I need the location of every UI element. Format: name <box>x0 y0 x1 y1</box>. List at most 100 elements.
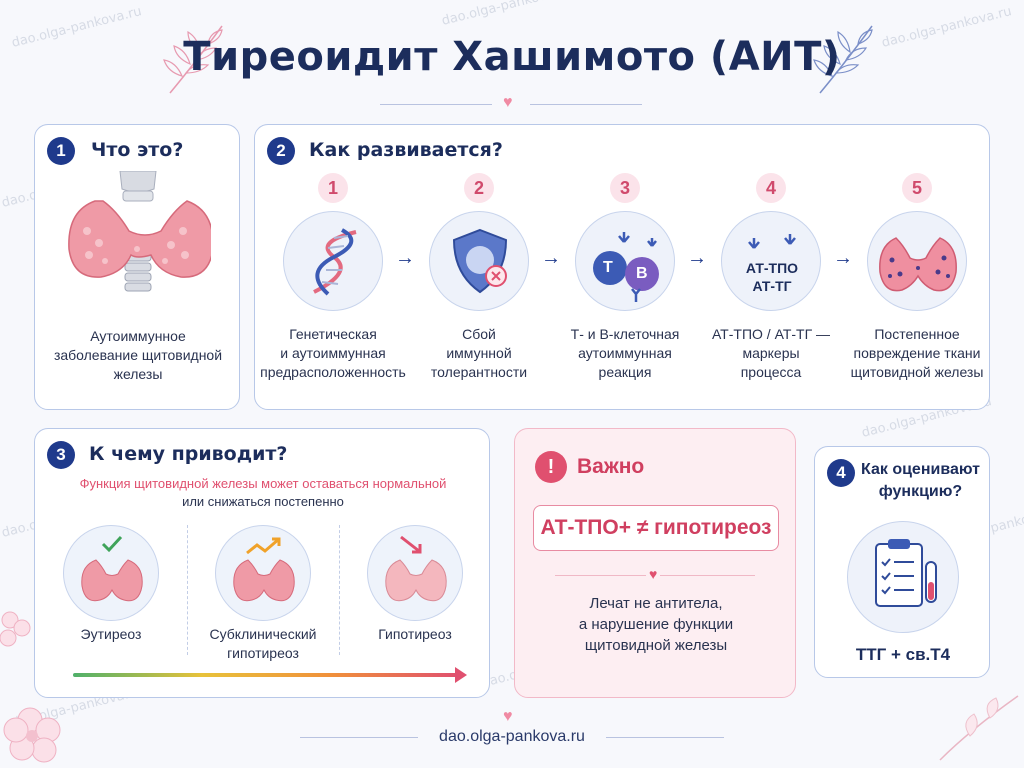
text-line: гипотиреоз <box>227 645 299 661</box>
text-line: иммунной <box>446 345 512 361</box>
watermark: dao.olga-pankova.ru <box>440 0 574 29</box>
section-assessment: 4 Как оценивают функцию? ТТГ + св.Т4 <box>814 446 990 678</box>
state-circle <box>367 525 463 621</box>
antibody-label: АТ-ТПО <box>745 260 799 276</box>
text-line: маркеры <box>742 345 800 361</box>
text-line: Постепенное <box>874 326 960 342</box>
warning-icon: ! <box>535 451 567 483</box>
section-number: 4 <box>827 459 855 487</box>
text-line: повреждение ткани <box>853 345 981 361</box>
text-line: АТ-ТПО / АТ-ТГ — <box>711 326 831 342</box>
heart-icon: ♥ <box>503 94 513 111</box>
step-circle <box>429 211 529 311</box>
section-heading: Что это? <box>91 139 184 161</box>
step-caption: АТ-ТПО / АТ-ТГ — маркеры процесса <box>693 325 849 382</box>
formula-box: АТ-ТПО+ ≠ гипотиреоз <box>533 505 779 551</box>
section-number: 1 <box>47 137 75 165</box>
text-line: и аутоиммунная <box>280 345 386 361</box>
step-caption: Постепенное повреждение ткани щитовидной… <box>839 325 995 382</box>
section-text: Аутоиммунное заболевание щитовидной желе… <box>35 327 241 384</box>
step-number: 1 <box>318 173 348 203</box>
footer-url[interactable]: dao.olga-pankova.ru <box>439 728 585 745</box>
text-line: функцию? <box>878 483 963 500</box>
text-line: железы <box>113 366 163 382</box>
text-line: Эутиреоз <box>80 626 142 642</box>
section-number: 3 <box>47 441 75 469</box>
section-heading: Как развивается? <box>309 139 503 161</box>
section-heading: Как оценивают функцию? <box>861 459 980 503</box>
text-line: Т- и В-клеточная <box>570 326 680 342</box>
antibody-label: АТ-ТГ <box>752 278 792 294</box>
important-heading: Важно <box>577 455 645 478</box>
text-line: Лечат не антитела, <box>589 595 723 612</box>
section-consequences: 3 К чему приводит? Функция щитовидной же… <box>34 428 490 698</box>
step-circle <box>283 211 383 311</box>
b-cell-label: B <box>636 265 648 282</box>
arrow-right-icon: → <box>395 247 415 269</box>
text-line: Субклинический <box>209 626 317 642</box>
text-line: щитовидной железы <box>850 364 984 380</box>
text-line: Как оценивают <box>861 461 980 478</box>
text-line: щитовидной железы <box>584 637 728 654</box>
flower-decoration-left <box>0 611 61 763</box>
state-circle <box>63 525 159 621</box>
arrow-right-icon: → <box>541 247 561 269</box>
text-line: процесса <box>740 364 802 380</box>
step-number: 2 <box>464 173 494 203</box>
text-line: заболевание щитовидной <box>53 347 223 363</box>
section-heading: К чему приводит? <box>89 443 288 465</box>
arrow-head-icon <box>455 667 467 683</box>
section-note: Функция щитовидной железы может оставать… <box>35 475 491 511</box>
section-number: 2 <box>267 137 295 165</box>
text-line: толерантности <box>430 364 528 380</box>
text-line: Гипотиреоз <box>378 626 452 642</box>
section-development: 2 Как развивается? 1 Генетическая и ауто… <box>254 124 990 410</box>
state-label: Субклинический гипотиреоз <box>187 625 339 663</box>
text-line: аутоиммунная <box>578 345 672 361</box>
checklist-icon <box>875 539 937 607</box>
damaged-thyroid-icon <box>879 237 957 292</box>
divider <box>339 525 340 655</box>
text-line: Генетическая <box>289 326 377 342</box>
t-cell-label: T <box>603 259 613 276</box>
page-title: Тиреоидит Хашимото (АИТ) <box>183 34 841 80</box>
step-caption: Т- и В-клеточная аутоиммунная реакция <box>547 325 703 382</box>
heart-icon: ♥ <box>503 708 513 725</box>
trend-up-icon <box>246 537 281 555</box>
state-label: Гипотиреоз <box>339 625 491 644</box>
important-card: ! Важно АТ-ТПО+ ≠ гипотиреоз ♥ Лечат не … <box>514 428 796 698</box>
trend-down-icon <box>400 535 422 554</box>
antibodies-icon <box>748 234 796 249</box>
dna-icon <box>313 228 357 296</box>
arrow-right-icon: → <box>687 247 707 269</box>
step-caption: Генетическая и аутоиммунная предрасполож… <box>255 325 411 382</box>
thyroid-icon <box>233 559 295 602</box>
lymphocytes-icon <box>593 232 659 302</box>
shield-icon <box>452 228 508 294</box>
step-number: 3 <box>610 173 640 203</box>
important-text: Лечат не антитела, а нарушение функции щ… <box>515 593 797 656</box>
step-circle: АТ-ТПО АТ-ТГ <box>721 211 821 311</box>
checklist-circle <box>847 521 959 633</box>
state-circle <box>215 525 311 621</box>
title-divider-right <box>530 104 642 105</box>
progression-bar <box>73 673 459 677</box>
state-label: Эутиреоз <box>35 625 187 644</box>
thyroid-icon <box>385 559 447 602</box>
step-caption: Сбой иммунной толерантности <box>401 325 557 382</box>
section-what-is-it: 1 Что это? Аутоиммунное заболевание щито… <box>34 124 240 410</box>
step-circle <box>867 211 967 311</box>
thyroid-icon <box>81 559 143 602</box>
step-circle: T B <box>575 211 675 311</box>
flower-decoration-right <box>939 695 1019 761</box>
text-line: или снижаться постепенно <box>182 494 344 509</box>
footer-divider-left <box>300 737 418 738</box>
text-line: Функция щитовидной железы может оставать… <box>79 476 447 491</box>
text-line: Сбой <box>462 326 496 342</box>
step-number: 4 <box>756 173 786 203</box>
branch-decoration-left <box>163 25 223 94</box>
text-line: реакция <box>598 364 652 380</box>
text-line: Аутоиммунное <box>90 328 186 344</box>
check-icon <box>101 535 123 553</box>
footer-divider-right <box>606 737 724 738</box>
